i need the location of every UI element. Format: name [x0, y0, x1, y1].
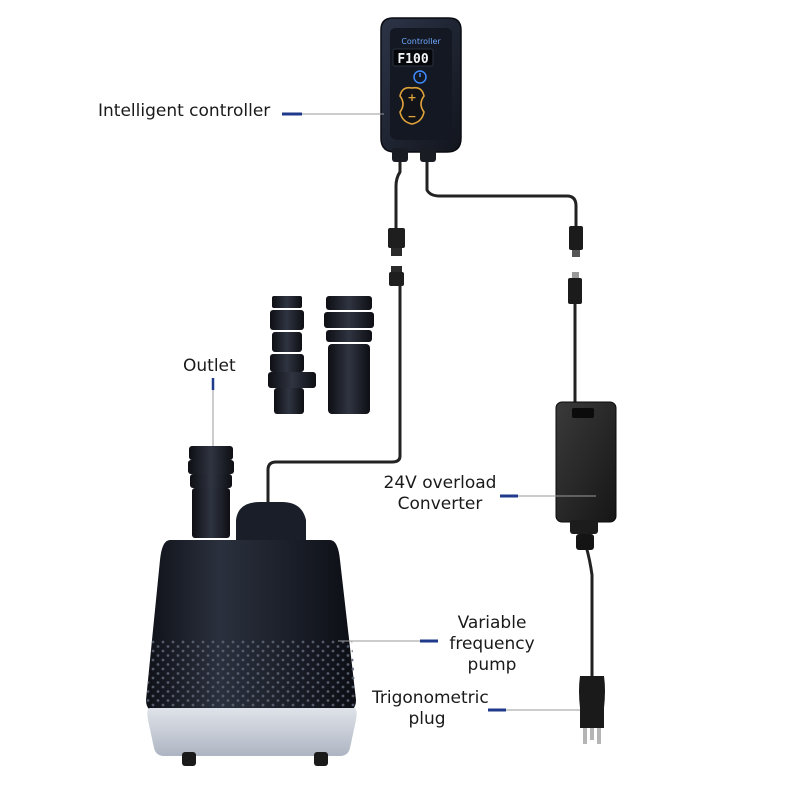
trigonometric-plug	[579, 676, 605, 744]
label-pump: Variable frequency pump	[430, 613, 554, 676]
power-adapter	[555, 401, 617, 550]
hose-adapter-right	[324, 296, 374, 414]
label-pump-line-2: frequency	[449, 634, 535, 654]
pump-base	[147, 708, 357, 756]
dc-socket-connector	[569, 226, 583, 257]
controller-power-button[interactable]	[413, 70, 427, 84]
label-plug-line-2: plug	[408, 709, 446, 729]
minus-icon: −	[407, 110, 416, 123]
controller-left-cable	[394, 156, 402, 234]
controller-adjust-pad[interactable]: + −	[399, 86, 425, 125]
label-plug-line-1: Trigonometric	[372, 688, 489, 708]
intelligent-controller: Controller F100 + −	[380, 17, 462, 162]
pump-cable	[266, 280, 402, 508]
dc-plug-connector	[568, 272, 582, 304]
label-converter: 24V overload Converter	[380, 473, 500, 515]
controller-lcd	[392, 48, 434, 67]
inline-connector-male	[389, 266, 404, 286]
controller-brand-text: Controller	[401, 37, 441, 46]
leader-lines	[211, 112, 596, 712]
controller-readout: F100	[397, 52, 428, 67]
label-outlet: Outlet	[183, 356, 236, 376]
variable-frequency-pump	[146, 446, 357, 766]
label-plug: Trigonometric plug	[372, 688, 489, 730]
plus-icon: +	[407, 91, 416, 104]
pump-outlet	[189, 446, 233, 460]
label-converter-line-2: Converter	[397, 494, 483, 514]
label-intelligent-controller: Intelligent controller	[98, 101, 271, 121]
label-converter-line-1: 24V overload	[383, 473, 497, 493]
adapter-ac-cable	[584, 544, 594, 678]
inline-connector-female	[388, 228, 405, 256]
label-pump-line-3: pump	[467, 655, 517, 675]
hose-adapter-left	[268, 296, 316, 414]
label-pump-line-1: Variable	[457, 613, 527, 633]
controller-right-cable	[425, 156, 578, 230]
